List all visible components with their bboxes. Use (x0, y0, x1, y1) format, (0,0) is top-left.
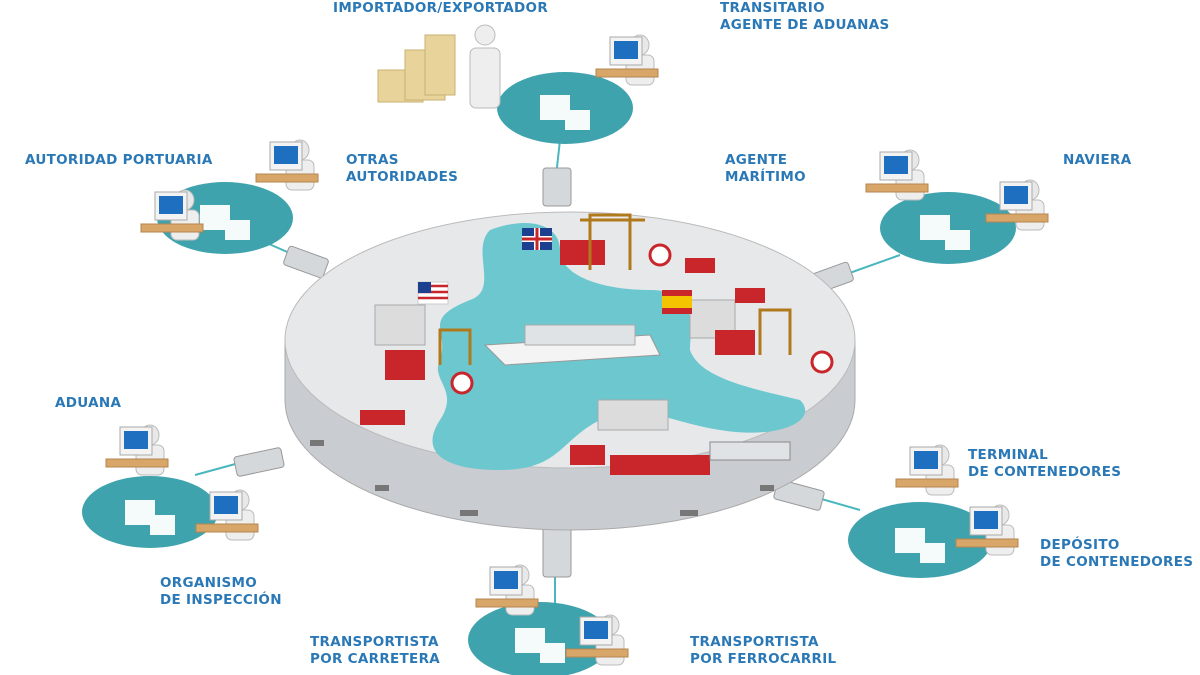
label-line: DE CONTENEDORES (1040, 554, 1194, 570)
label-aduana: ADUANA (55, 395, 121, 412)
flag-spain-icon (662, 290, 692, 314)
label-line: DEPÓSITO (1040, 537, 1120, 553)
person-icon (469, 24, 501, 109)
label-line: ADUANA (55, 395, 122, 411)
label-line: TERMINAL (968, 447, 1049, 463)
label-line: AUTORIDAD PORTUARIA (25, 152, 213, 168)
label-autoridad-portuaria: AUTORIDAD PORTUARIA (25, 152, 213, 169)
label-line: IMPORTADOR/EXPORTADOR (333, 0, 549, 16)
label-line: TRANSITARIO (720, 0, 825, 16)
label-line: MARÍTIMO (725, 169, 806, 185)
label-line: ORGANISMO (160, 575, 258, 591)
label-line: POR CARRETERA (310, 651, 441, 667)
label-line: POR FERROCARRIL (690, 651, 837, 667)
container-ship (483, 324, 661, 366)
containers (360, 240, 765, 475)
label-line: OTRAS (346, 152, 399, 168)
label-line: TRANSPORTISTA (690, 634, 819, 650)
label-line: DE INSPECCIÓN (160, 592, 282, 608)
customs-checkpoint-icons (450, 243, 834, 395)
train (709, 441, 791, 461)
label-line: NAVIERA (1063, 152, 1132, 168)
puzzle-shapes (125, 95, 970, 663)
label-line: AUTORIDADES (346, 169, 459, 185)
label-importador-exportador: IMPORTADOR/EXPORTADOR (333, 0, 548, 17)
usb-connectors (233, 167, 854, 578)
flag-usa-icon (417, 281, 449, 305)
cargo-boxes-icon (377, 34, 456, 103)
label-line: TRANSPORTISTA (310, 634, 439, 650)
label-line: AGENTE DE ADUANAS (720, 17, 890, 33)
flag-uk-icon (522, 228, 552, 250)
label-line: AGENTE (725, 152, 788, 168)
cranes (438, 213, 792, 365)
label-naviera: NAVIERA (1063, 152, 1131, 169)
label-line: DE CONTENEDORES (968, 464, 1122, 480)
